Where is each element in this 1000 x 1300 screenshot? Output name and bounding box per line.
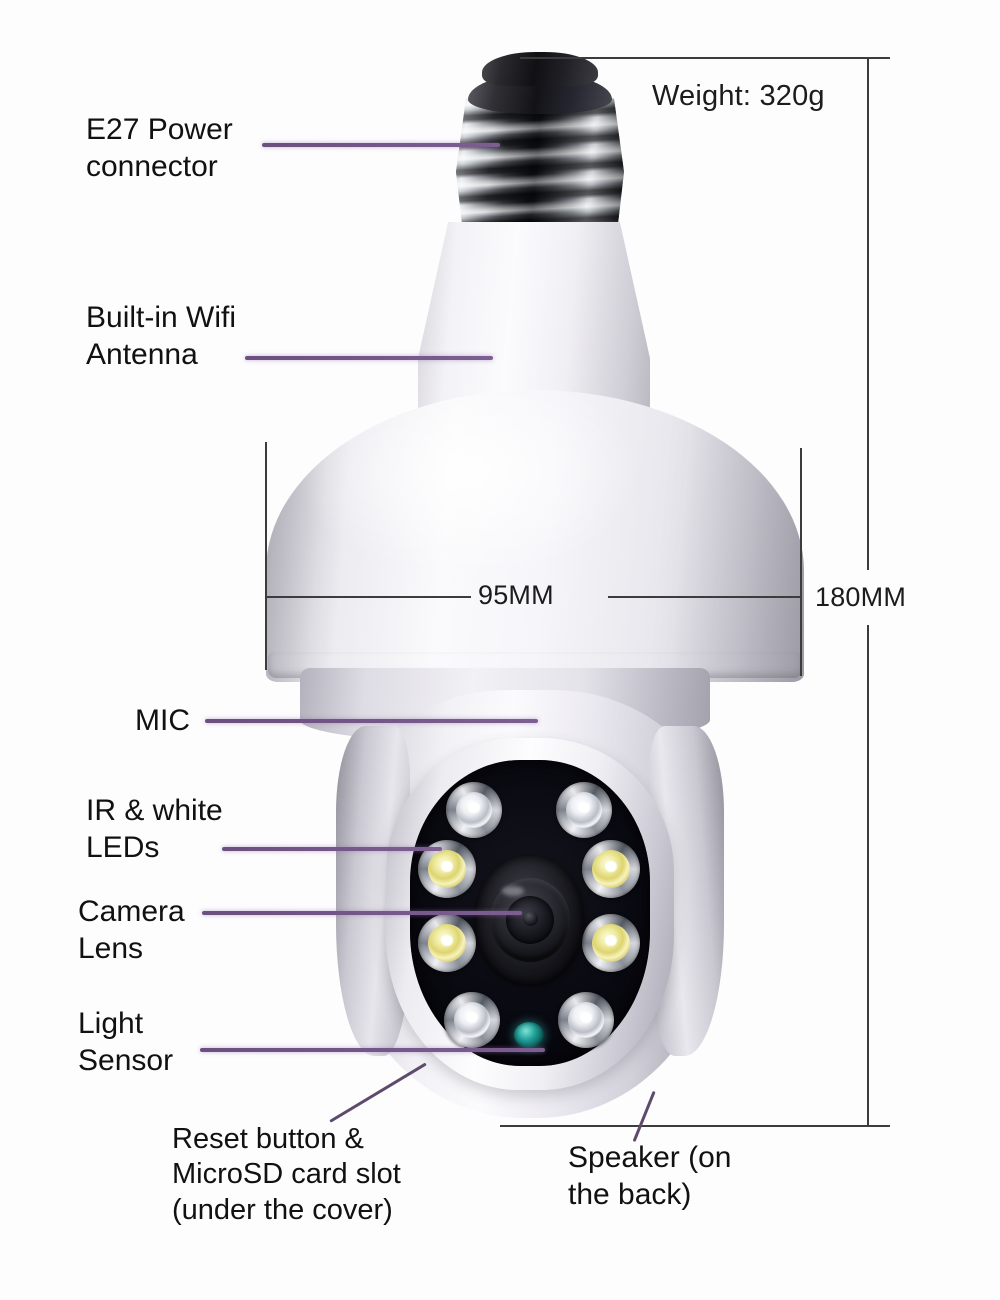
dimension-extension-bottom [500, 1125, 890, 1127]
callout-leds: IR & white LEDs [86, 794, 223, 864]
callout-camera-lens: Camera Lens [78, 895, 185, 965]
dimension-line-width-right [608, 596, 801, 598]
callout-reset-microsd: Reset button & MicroSD card slot (under … [172, 1123, 401, 1226]
lens-barrel [490, 878, 570, 962]
camera-face-plate [410, 760, 650, 1066]
dimension-line-height-lower [867, 625, 869, 1125]
weight-label: Weight: 320g [652, 80, 825, 112]
dimension-label-width: 95MM [478, 580, 554, 610]
light-sensor-dot [514, 1022, 544, 1048]
led-white-top-right [556, 782, 612, 838]
callout-mic: MIC [135, 704, 190, 737]
dimension-extension-top [520, 57, 890, 59]
led-ir-upper-right [582, 840, 640, 898]
e27-screw-base [452, 52, 628, 230]
dimension-label-height: 180MM [815, 582, 907, 612]
lens-aperture [523, 911, 538, 926]
dimension-tick-right [800, 448, 802, 676]
callout-power-connector: E27 Power connector [86, 113, 233, 183]
ptz-camera-head [336, 690, 724, 1120]
leader-line-mic [205, 719, 538, 723]
dimension-line-height-upper [867, 58, 869, 570]
callout-light-sensor: Light Sensor [78, 1007, 174, 1077]
led-white-bottom-right [558, 992, 614, 1048]
led-ir-lower-right [582, 914, 640, 972]
dimension-line-width-left [266, 596, 471, 598]
leader-line-camera-lens [202, 911, 522, 915]
led-ir-lower-left [418, 914, 476, 972]
leader-line-power-connector [262, 143, 500, 147]
leader-line-leds [222, 847, 442, 851]
camera-lens [476, 856, 584, 984]
callout-wifi-antenna: Built-in Wifi Antenna [86, 301, 237, 371]
led-white-top-left [446, 782, 502, 838]
leader-line-wifi-antenna [245, 356, 493, 360]
e27-thread-coil [456, 98, 624, 230]
dimension-tick-left [265, 442, 267, 670]
led-white-bottom-left [444, 992, 500, 1048]
lens-highlight [502, 886, 524, 896]
callout-speaker: Speaker (on the back) [568, 1141, 732, 1211]
leader-line-light-sensor [200, 1048, 545, 1052]
bulb-housing-shading [266, 390, 804, 682]
lens-glass [506, 896, 554, 944]
